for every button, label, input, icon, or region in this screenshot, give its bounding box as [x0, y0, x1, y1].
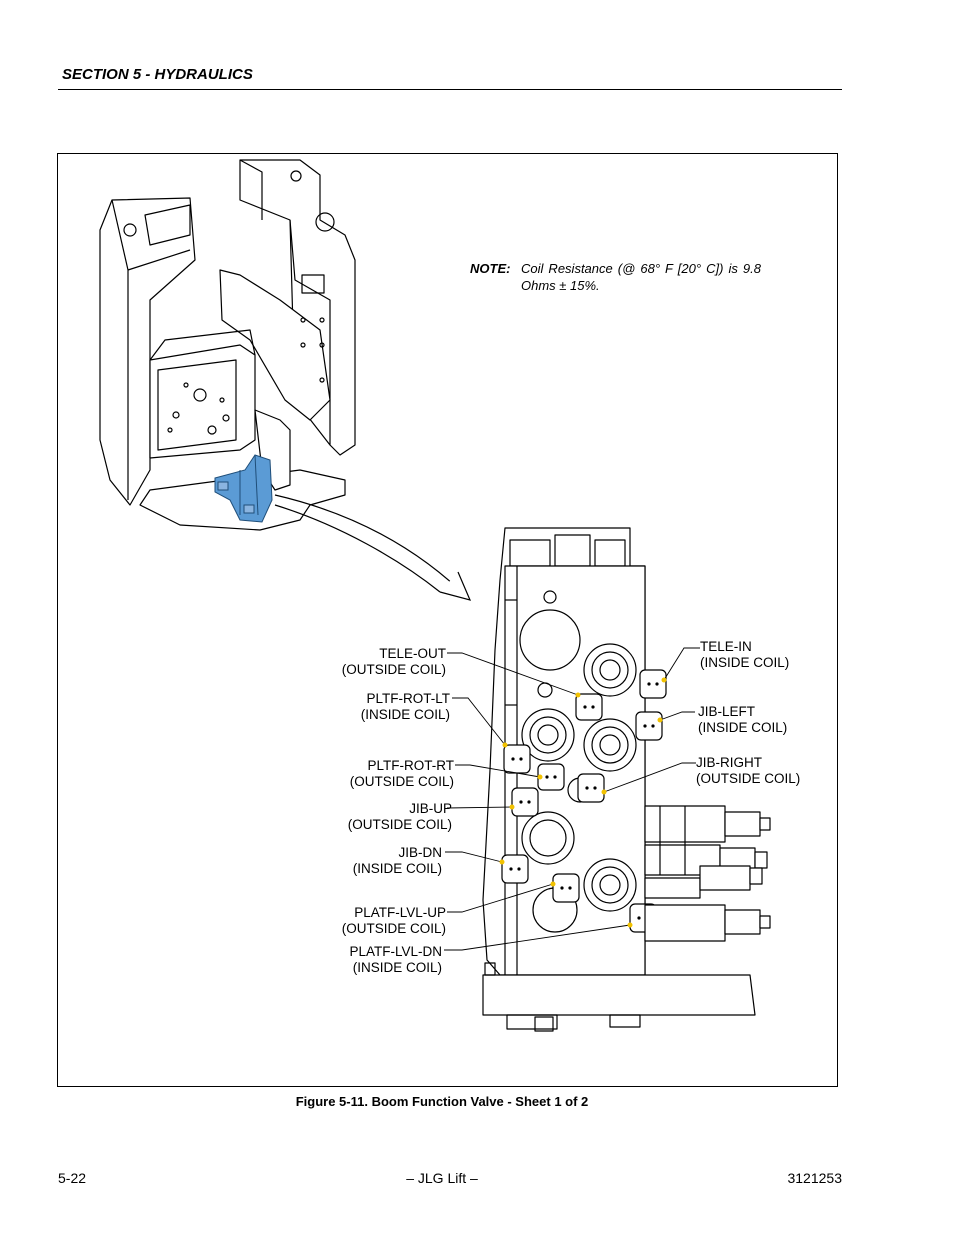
- callout-platf-lvl-dn-name: PLATF-LVL-DN: [349, 944, 442, 959]
- valve-spools: [521, 643, 637, 933]
- callout-jib-left-name: JIB-LEFT: [698, 704, 756, 719]
- callout-jib-right: JIB-RIGHT (OUTSIDE COIL): [696, 755, 800, 787]
- figure-caption: Figure 5-11. Boom Function Valve - Sheet…: [295, 1094, 589, 1109]
- connector-pins: [509, 682, 659, 920]
- callout-platf-lvl-up-coil: (OUTSIDE COIL): [341, 921, 446, 936]
- detail-pointer-arrow: [274, 494, 472, 601]
- callout-pltf-rot-lt-name: PLTF-ROT-LT: [366, 691, 451, 706]
- callout-pltf-rot-rt-coil: (OUTSIDE COIL): [349, 774, 454, 789]
- turntable-assembly: [99, 159, 356, 531]
- coil-connectors: [501, 669, 667, 933]
- callout-jib-dn: JIB-DN (INSIDE COIL): [353, 845, 442, 877]
- callout-markers: [499, 677, 667, 928]
- callout-jib-left: JIB-LEFT (INSIDE COIL): [698, 704, 787, 736]
- callout-platf-lvl-up-name: PLATF-LVL-UP: [354, 905, 446, 920]
- callout-tele-in-coil: (INSIDE COIL): [700, 655, 790, 670]
- footer-publisher: – JLG Lift –: [406, 1170, 478, 1186]
- side-cartridges: [644, 805, 771, 942]
- callout-tele-out: TELE-OUT (OUTSIDE COIL): [342, 646, 446, 678]
- callout-jib-dn-coil: (INSIDE COIL): [352, 861, 442, 876]
- callout-jib-left-coil: (INSIDE COIL): [698, 720, 788, 735]
- callout-jib-up: JIB-UP (OUTSIDE COIL): [348, 801, 452, 833]
- callout-tele-in-name: TELE-IN: [700, 639, 752, 654]
- callout-tele-in: TELE-IN (INSIDE COIL): [700, 639, 789, 671]
- callout-platf-lvl-up: PLATF-LVL-UP (OUTSIDE COIL): [342, 905, 446, 937]
- callout-tele-out-coil: (OUTSIDE COIL): [341, 662, 446, 677]
- callout-jib-right-coil: (OUTSIDE COIL): [696, 771, 801, 786]
- page-number: 5-22: [58, 1170, 87, 1186]
- callout-platf-lvl-dn-coil: (INSIDE COIL): [352, 960, 442, 975]
- callout-pltf-rot-lt: PLTF-ROT-LT (INSIDE COIL): [361, 691, 450, 723]
- highlighted-valve-block: [214, 454, 273, 523]
- callout-jib-up-coil: (OUTSIDE COIL): [347, 817, 452, 832]
- callout-leaders: [444, 647, 700, 951]
- section-title: SECTION 5 - HYDRAULICS: [62, 66, 253, 83]
- callout-jib-up-name: JIB-UP: [409, 801, 452, 816]
- callout-platf-lvl-dn: PLATF-LVL-DN (INSIDE COIL): [349, 944, 442, 976]
- callout-tele-out-name: TELE-OUT: [379, 646, 446, 661]
- document-number: 3121253: [787, 1170, 842, 1186]
- callout-pltf-rot-rt-name: PLTF-ROT-RT: [367, 758, 455, 773]
- valve-detail: [482, 527, 771, 1032]
- header-rule: [58, 89, 842, 90]
- note-text: Coil Resistance (@ 68° F [20° C]) is 9.8…: [521, 261, 761, 293]
- callout-pltf-rot-rt: PLTF-ROT-RT (OUTSIDE COIL): [350, 758, 454, 790]
- figure-frame: [57, 153, 838, 1087]
- note-label: NOTE:: [470, 261, 511, 276]
- callout-pltf-rot-lt-coil: (INSIDE COIL): [360, 707, 450, 722]
- callout-jib-right-name: JIB-RIGHT: [696, 755, 762, 770]
- callout-jib-dn-name: JIB-DN: [398, 845, 443, 860]
